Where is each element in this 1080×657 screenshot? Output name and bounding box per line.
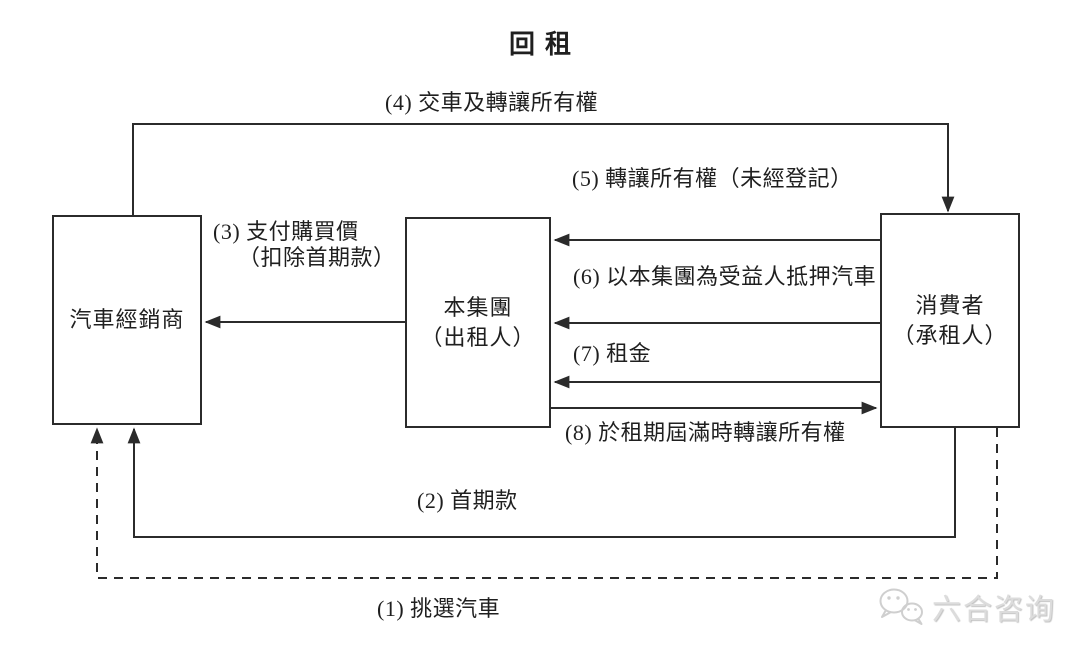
watermark-text: 六合咨询 (932, 594, 1057, 626)
wechat-icon (879, 588, 923, 625)
edge-1-label: (1) 挑選汽車 (377, 596, 501, 621)
edge-5-label: (5) 轉讓所有權（未經登記） (572, 166, 853, 191)
edge-3-label-line2: （扣除首期款） (238, 245, 396, 270)
node-group-lessor: 本集團 （出租人） (405, 217, 551, 428)
edge-8-label: (8) 於租期屆滿時轉讓所有權 (565, 420, 846, 445)
edge-2-label: (2) 首期款 (417, 488, 518, 513)
node-group-lessor-label-line1: 本集團 (443, 294, 513, 320)
edge-7-label: (7) 租金 (573, 341, 652, 366)
node-car-dealer-label: 汽車經銷商 (69, 307, 185, 332)
edge-3-label-line1: (3) 支付購買價 (213, 219, 359, 244)
edge-4-line (132, 123, 955, 215)
node-consumer-lessee: 消費者 （承租人） (880, 213, 1020, 428)
node-group-lessor-label-line2: （出租人） (420, 324, 536, 350)
edge-4-label: (4) 交車及轉讓所有權 (385, 90, 599, 115)
diagram-title: 回租 (508, 30, 581, 59)
node-consumer-lessee-label-line2: （承租人） (892, 322, 1008, 348)
edge-1-line (90, 427, 998, 579)
node-car-dealer: 汽車經銷商 (52, 215, 202, 425)
watermark: 六合咨询 (876, 586, 1056, 628)
edge-2-line (127, 427, 956, 538)
edge-3-label: (3) 支付購買價 （扣除首期款） (213, 219, 396, 271)
edge-6-label: (6) 以本集團為受益人抵押汽車 (573, 264, 877, 289)
node-consumer-lessee-label-line1: 消費者 (915, 292, 985, 318)
